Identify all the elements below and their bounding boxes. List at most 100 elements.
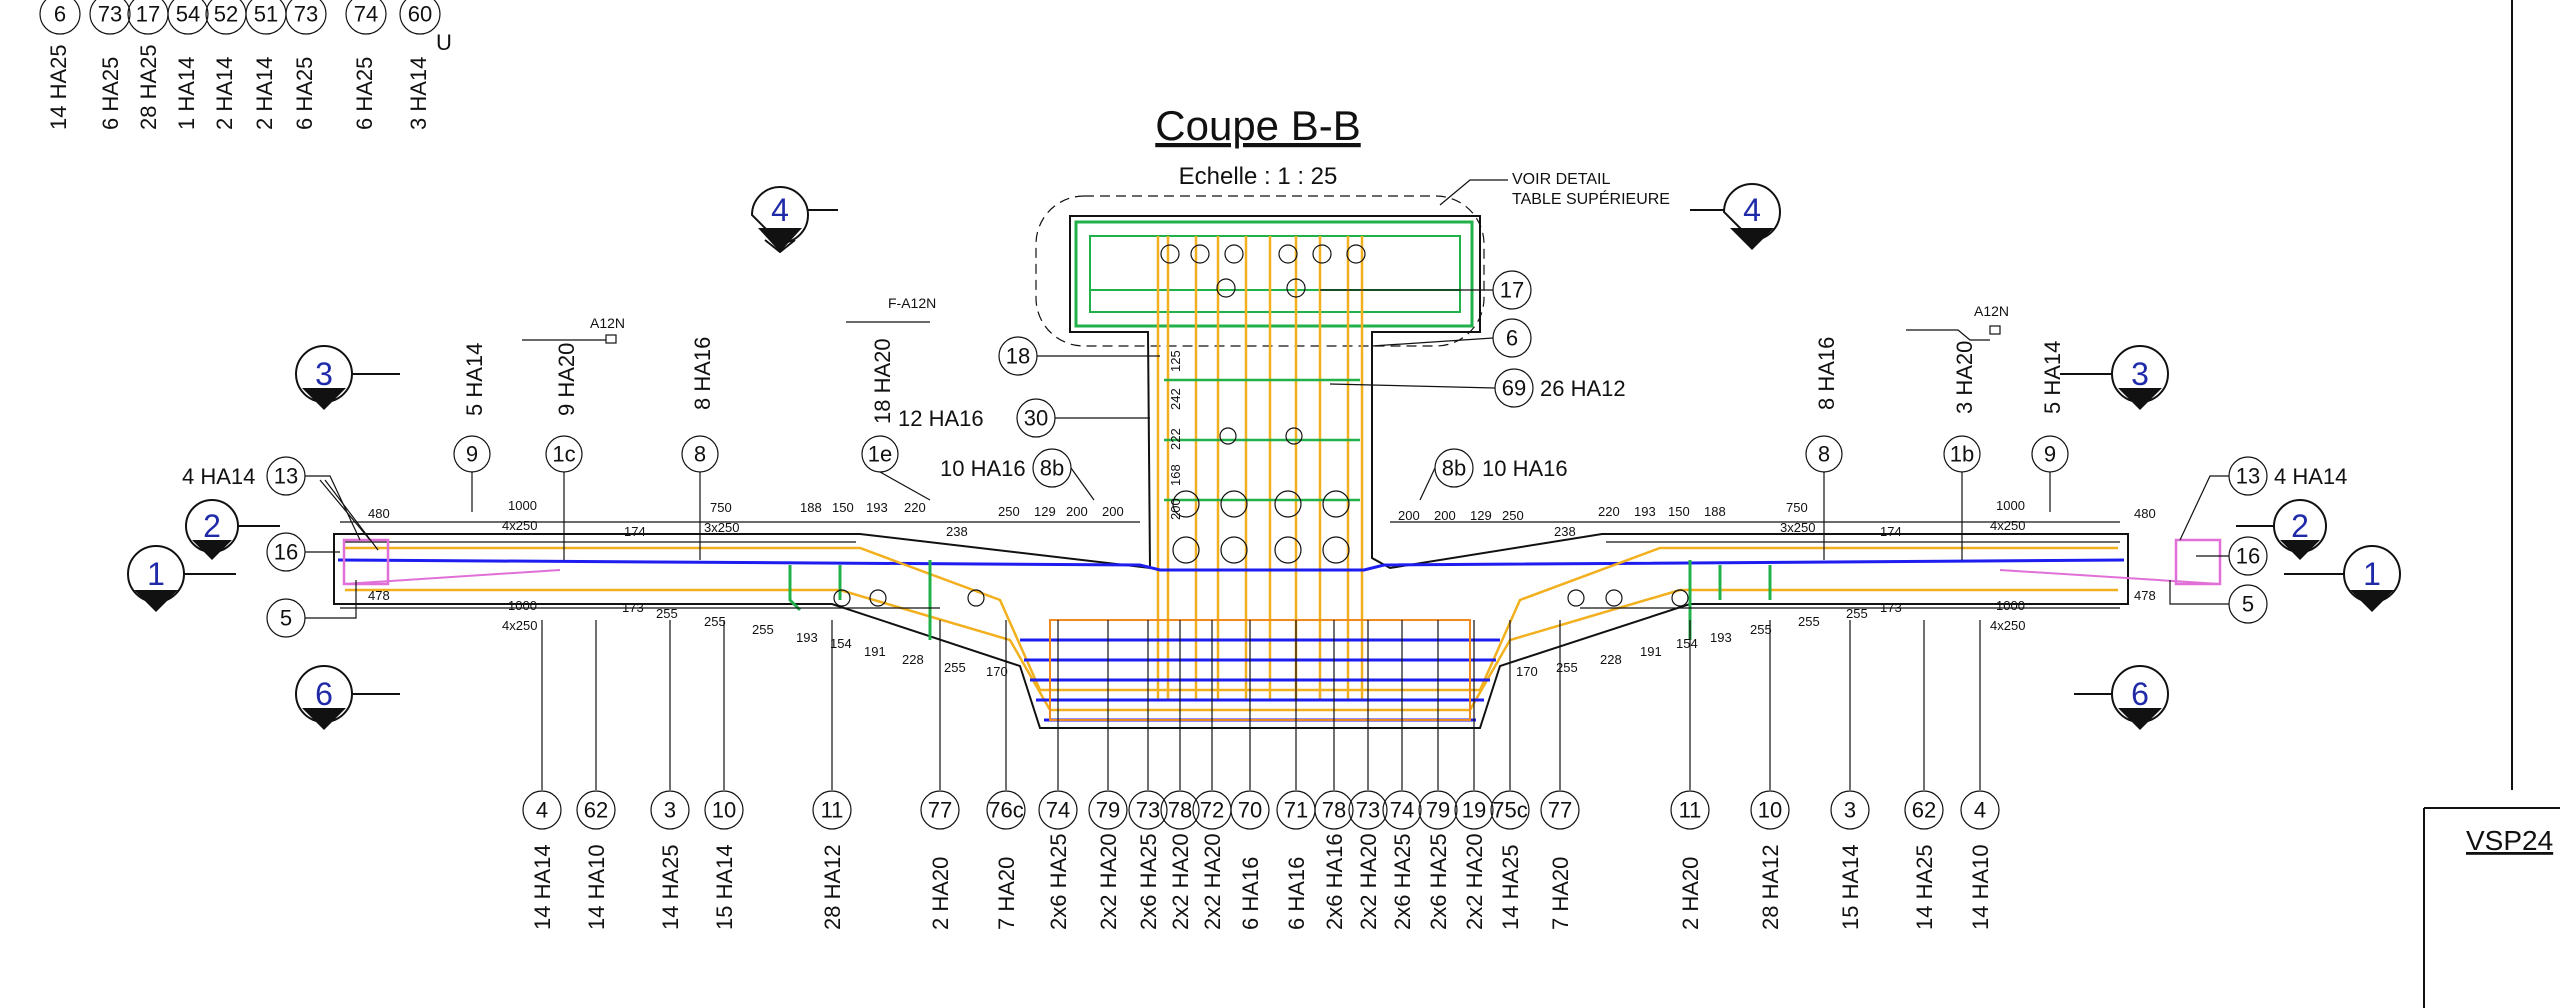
callout-balloon: [1314, 790, 1354, 830]
dim: 173: [1880, 600, 1902, 615]
label-1e: 18 HA20: [870, 338, 895, 424]
callout-mark: 19: [1462, 798, 1486, 823]
marker-4-right: 4: [1743, 192, 1761, 228]
top-mark: 60: [408, 2, 432, 27]
section-title: Coupe B-B: [1155, 102, 1360, 149]
callout-mark: 3: [664, 798, 676, 823]
label-1b: 3 HA20: [1952, 341, 1977, 414]
callout-balloon: [1830, 790, 1870, 830]
callout-mark: 62: [1912, 798, 1936, 823]
dim: 4x250: [1990, 618, 2025, 633]
callout-mark: 10: [712, 798, 736, 823]
mark-16-left: 16: [274, 540, 298, 565]
dim: 193: [1710, 630, 1732, 645]
callout-mark: 73: [1356, 798, 1380, 823]
dim: 255: [944, 660, 966, 675]
dim: 480: [2134, 506, 2156, 521]
mark-5-right: 5: [2242, 592, 2254, 617]
dim: 1000: [508, 498, 537, 513]
dim: 200: [1168, 498, 1183, 520]
dim: 200: [1434, 508, 1456, 523]
callout-balloon: [1038, 790, 1078, 830]
dim: 1000: [1996, 498, 2025, 513]
mark-17: 17: [1500, 278, 1524, 303]
mark-13-left: 13: [274, 464, 298, 489]
dim: 220: [1598, 504, 1620, 519]
top-mark: 73: [98, 2, 122, 27]
label-9-right: 5 HA14: [2040, 341, 2065, 414]
dim: 220: [904, 500, 926, 515]
callout-mark: 78: [1322, 798, 1346, 823]
top-mark: 54: [176, 2, 200, 27]
callout-label: 14 HA25: [1498, 844, 1523, 930]
top-u: U: [436, 30, 452, 55]
callout-mark: 71: [1284, 798, 1308, 823]
dim: 193: [1634, 504, 1656, 519]
dim: 1000: [1996, 598, 2025, 613]
callout-mark: 4: [536, 798, 548, 823]
callout-balloon: [1128, 790, 1168, 830]
rebar-layer: [337, 220, 2222, 722]
top-mark: 73: [294, 2, 318, 27]
callout-balloon: [650, 790, 690, 830]
callout-label: 14 HA10: [584, 844, 609, 930]
mark-8b-left: 8b: [1040, 456, 1064, 481]
callout-balloon: [576, 790, 616, 830]
marker-1-left: 1: [147, 556, 165, 592]
dim: 174: [1880, 524, 1902, 539]
callout-label: 15 HA14: [1838, 844, 1863, 930]
callout-mark: 11: [821, 798, 844, 823]
mark-8-right: 8: [1818, 442, 1830, 467]
concrete-outline: [333, 215, 2129, 729]
callout-balloon: [1540, 790, 1580, 830]
dim: 242: [1168, 388, 1183, 410]
mark-1b: 1b: [1950, 442, 1974, 467]
callout-balloon: [1160, 790, 1200, 830]
top-mark: 17: [136, 2, 160, 27]
mark-30: 30: [1024, 406, 1048, 431]
callout-label: 28 HA12: [1758, 844, 1783, 930]
mark-8b-right: 8b: [1442, 456, 1466, 481]
marker-6-left: 6: [315, 676, 333, 712]
callout-balloon: [1960, 790, 2000, 830]
dim: 1000: [508, 598, 537, 613]
top-label: 14 HA25: [46, 44, 71, 130]
mark-69: 69: [1502, 376, 1526, 401]
dim: 188: [1704, 504, 1726, 519]
top-label: 6 HA25: [352, 57, 377, 130]
label-8-left: 8 HA16: [690, 337, 715, 410]
dim: 750: [710, 500, 732, 515]
scale-text: Echelle : 1 : 25: [1179, 163, 1338, 190]
dim: 228: [902, 652, 924, 667]
callout-balloon: [812, 790, 852, 830]
mark-8-left: 8: [694, 442, 706, 467]
callout-label: 2x2 HA20: [1200, 833, 1225, 930]
marker-2-right: 2: [2291, 508, 2309, 544]
callout-balloon: [1904, 790, 1944, 830]
dim: 228: [1600, 652, 1622, 667]
label-30: 12 HA16: [898, 406, 984, 431]
dim: 3x250: [704, 520, 739, 535]
label-8b-left: 10 HA16: [940, 456, 1026, 481]
callout-label: 2x6 HA25: [1390, 833, 1415, 930]
callout-balloon: [1750, 790, 1790, 830]
callout-label: 6 HA16: [1238, 857, 1263, 930]
callout-balloon: [1490, 790, 1530, 830]
dim: 478: [368, 588, 390, 603]
dim: 255: [704, 614, 726, 629]
dim: 478: [2134, 588, 2156, 603]
dim: 750: [1786, 500, 1808, 515]
ducts: [833, 244, 1689, 607]
dim: 200: [1066, 504, 1088, 519]
callout-label: 2x2 HA20: [1356, 833, 1381, 930]
callout-label: 14 HA25: [658, 844, 683, 930]
callout-label: 2x6 HA25: [1426, 833, 1451, 930]
label-8b-right: 10 HA16: [1482, 456, 1568, 481]
callout-label: 14 HA10: [1968, 844, 1993, 930]
marker-2-left: 2: [203, 508, 221, 544]
dim: 150: [1668, 504, 1690, 519]
dim: 255: [752, 622, 774, 637]
label-1c: 9 HA20: [554, 343, 579, 416]
mark-6: 6: [1506, 326, 1518, 351]
